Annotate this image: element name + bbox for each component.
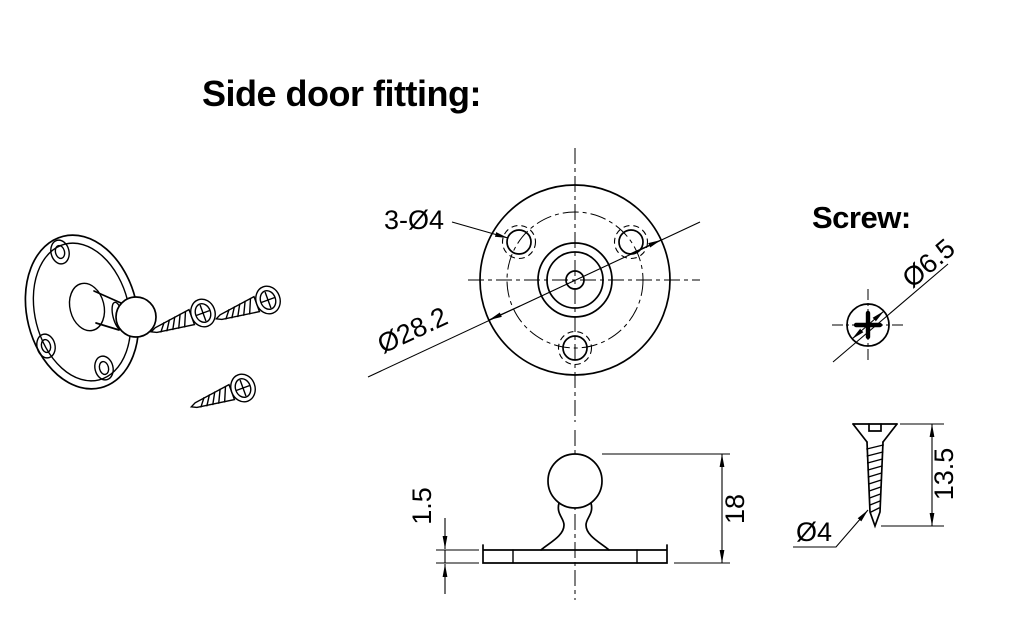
ball-head — [115, 296, 157, 338]
hole-countersink — [557, 330, 593, 366]
screw — [210, 282, 285, 333]
screw-head-outline — [846, 303, 890, 347]
bolt-circle — [506, 211, 644, 349]
flange-hole — [50, 239, 70, 265]
hole-bore — [54, 244, 66, 260]
hole-bore — [98, 360, 110, 376]
diameter-arrow — [851, 324, 869, 340]
head-diameter-dimension-line — [832, 263, 949, 363]
stud-cylinder-top — [93, 290, 122, 304]
hole-bore — [562, 335, 588, 361]
diameter-arrow — [629, 239, 662, 255]
screw — [185, 370, 260, 421]
screw-section-heading: Screw: — [812, 200, 911, 235]
shank-outline — [866, 441, 884, 529]
screw — [145, 295, 220, 346]
thread-diameter-leader — [793, 509, 869, 548]
fitting-side-view: 1.5 18 — [407, 430, 750, 600]
holes-leader-line — [451, 221, 509, 239]
screw-threads — [866, 444, 884, 513]
holes-count-label: 3-Ø4 — [384, 205, 444, 235]
hole-bore — [40, 338, 52, 354]
ball-head-profile — [547, 453, 603, 509]
flange-hole — [36, 333, 56, 359]
boss-inner — [546, 251, 604, 309]
page-title: Side door fitting: — [202, 73, 481, 114]
center-hole — [565, 270, 585, 290]
screw-thread-diameter-label: Ø4 — [796, 517, 832, 547]
hole-countersink — [36, 333, 56, 359]
boss-outer — [537, 242, 613, 318]
screw-head-diameter-label: Ø6.5 — [897, 233, 961, 294]
screw-slot — [868, 423, 882, 432]
diameter-arrow — [488, 305, 521, 321]
hole-countersink — [94, 355, 114, 381]
head-taper-right — [882, 423, 898, 443]
hole-countersink — [501, 224, 537, 260]
plate-hole — [501, 224, 537, 260]
plate-thickness-label: 1.5 — [407, 487, 437, 525]
fitting-top-view: 3-Ø4 Ø28.2 — [367, 148, 701, 422]
plate-diameter-label: Ø28.2 — [373, 301, 452, 359]
screw-side-view: 13.5 Ø4 — [793, 423, 959, 548]
screw-length-label: 13.5 — [929, 448, 959, 501]
stem-right-profile — [585, 502, 610, 551]
head-taper-left — [852, 423, 868, 443]
hole-bore — [506, 229, 532, 255]
stud-boss — [68, 282, 106, 332]
stud-cylinder-bottom — [95, 322, 120, 331]
hole-countersink — [613, 224, 649, 260]
stem-left-profile — [540, 502, 565, 551]
diameter-arrow — [867, 310, 885, 326]
plate-hole — [557, 330, 593, 366]
isometric-view — [24, 234, 285, 421]
height-label: 18 — [720, 494, 750, 524]
plate-outline — [479, 184, 671, 376]
screw-top-view: Ø6.5 — [832, 233, 961, 363]
loose-screws — [145, 282, 285, 421]
flange-hole — [94, 355, 114, 381]
hole-countersink — [50, 239, 70, 265]
